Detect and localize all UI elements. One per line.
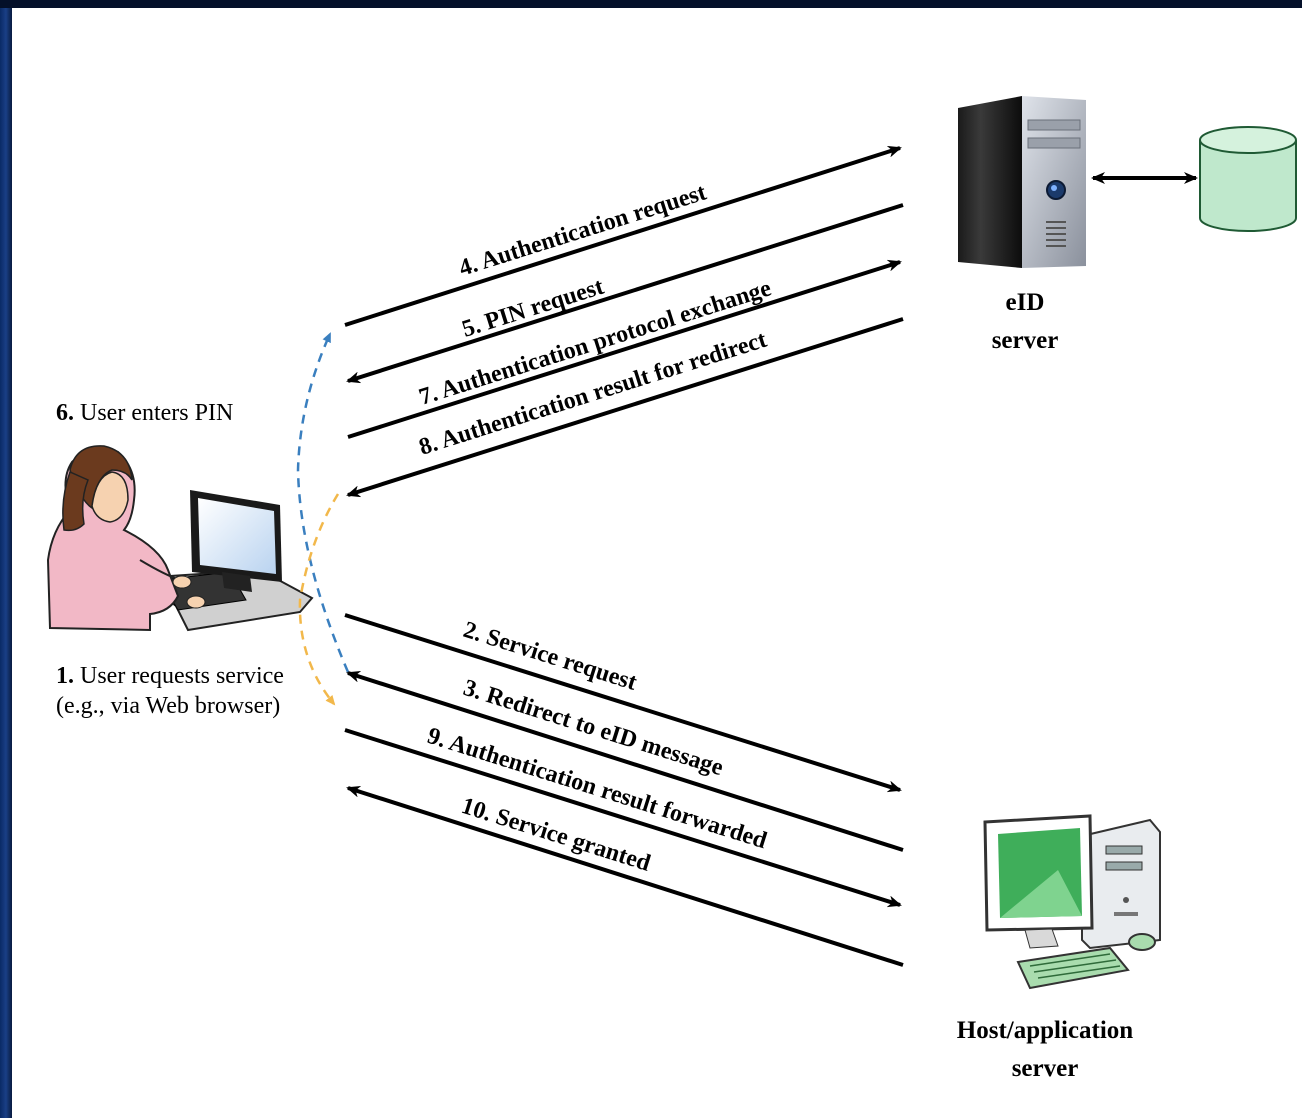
step1-sublabel: (e.g., via Web browser) [56,693,280,719]
user-at-computer-icon [46,445,314,632]
window-top-border [0,0,1302,8]
host-server-label-line1: Host/application [957,1017,1134,1044]
yellow-dashed-curve [298,493,340,706]
blue-dashed-curve [296,332,350,673]
arrow-8-auth-result [346,317,904,498]
eid-server-label-line2: server [992,327,1059,354]
step6-label: 6. User enters PIN [56,400,233,426]
database-icon [1199,126,1297,232]
arrow-7-protocol-exchange [347,259,902,439]
arrow-10-service-granted [346,785,904,967]
arrow-2-service-request [344,613,902,793]
arrow-3-redirect [346,670,904,852]
arrow-5-pin-request [346,203,904,384]
host-server-label-line2: server [1012,1055,1079,1082]
step1-label: 1. User requests service [56,663,284,689]
host-application-server-icon [983,814,1161,990]
eid-server-label-line1: eID [1006,289,1045,316]
eid-server-icon [958,96,1086,268]
arrow-4-auth-request [344,145,902,327]
arrow-9-result-forwarded [344,728,902,908]
label-m4: 4. Authentication request [456,179,709,281]
